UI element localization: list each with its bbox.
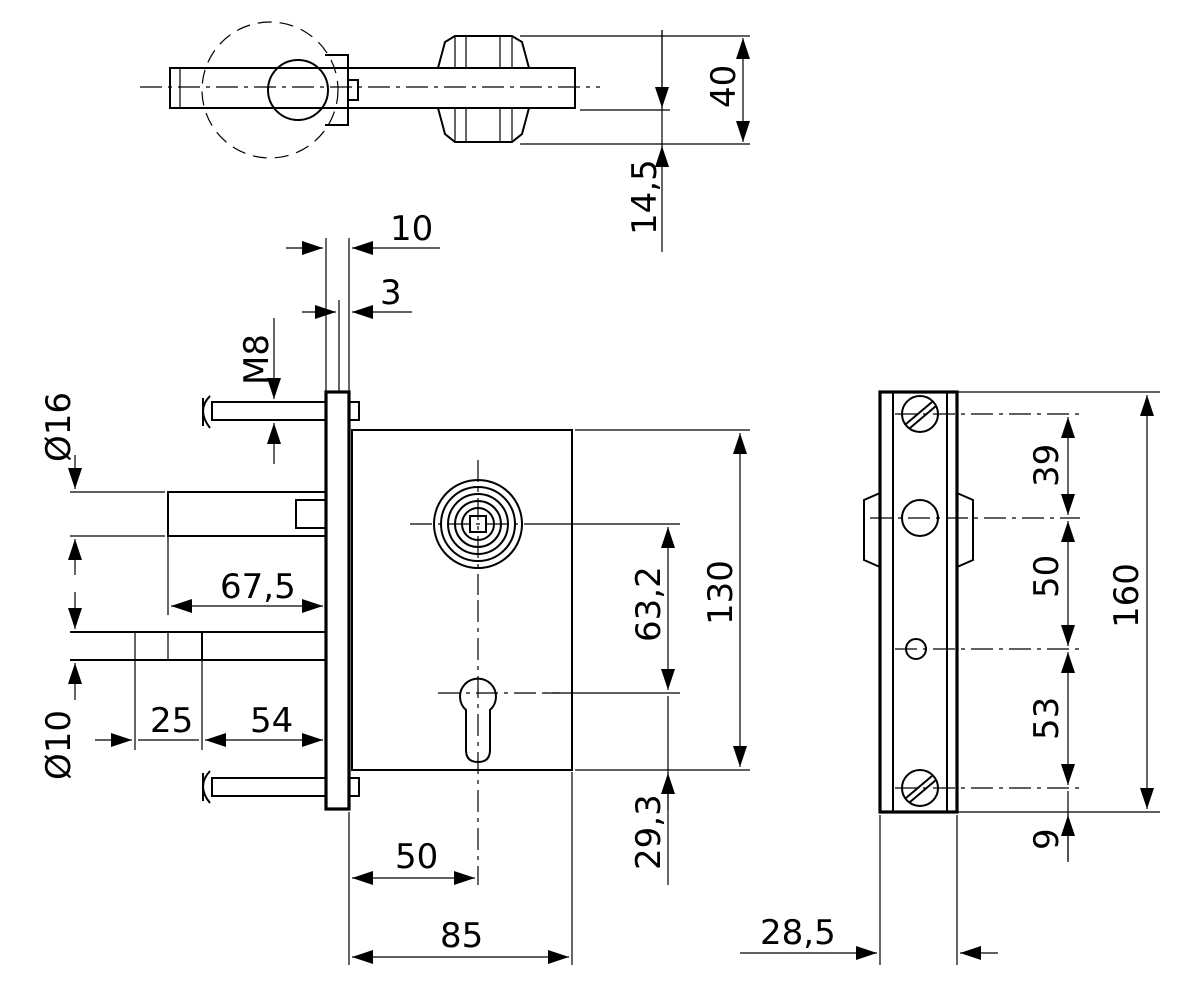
dim-label-latch-length: 54 — [250, 701, 293, 741]
dim-label-bolt-projection: 67,5 — [220, 567, 296, 607]
side-view: 39 50 53 9 160 28,5 — [740, 390, 1160, 965]
dim-label-faceplate-bottom: 9 — [1027, 828, 1067, 850]
dim-label-axis-distance: 63,2 — [629, 566, 669, 642]
dim-label-backset: 50 — [395, 837, 438, 877]
dim-label-bolt-large: Ø16 — [39, 392, 79, 462]
dim-label-faceplate-low: 53 — [1027, 697, 1067, 740]
front-faceplate-screw-top — [348, 401, 360, 421]
front-screw-top — [202, 395, 327, 429]
dim-label-case-height: 130 — [701, 560, 741, 625]
front-screw-bottom — [202, 770, 327, 804]
dim-label-latch-segment: 25 — [150, 701, 193, 741]
dim-label-faceplate-top: 39 — [1027, 444, 1067, 487]
side-tab-right — [956, 492, 974, 568]
dim-label-thread: M8 — [237, 334, 277, 385]
dim-label-faceplate-mid: 50 — [1027, 555, 1067, 598]
dim-label-case-width: 85 — [440, 916, 483, 956]
top-view: 40 14,5 — [140, 21, 750, 252]
side-tab-left — [863, 492, 881, 568]
front-bolt-large — [167, 491, 327, 537]
top-view-inner-circle — [267, 59, 329, 121]
front-lock-case — [351, 429, 573, 771]
dim-label-top-height: 40 — [704, 65, 744, 108]
dim-label-bolt-small: Ø10 — [39, 710, 79, 780]
side-faceplate — [878, 390, 959, 814]
front-faceplate-screw-bottom — [348, 777, 360, 797]
front-faceplate — [324, 390, 351, 811]
dim-label-cylinder-bottom: 29,3 — [629, 794, 669, 870]
dim-label-faceplate-total: 160 — [1107, 563, 1147, 628]
top-view-rose-circle — [201, 21, 339, 159]
front-keyhole — [438, 600, 560, 885]
front-view: 130 63,2 29,3 50 85 10 3 M8 Ø16 — [39, 209, 750, 965]
dim-label-top-offset: 14,5 — [625, 159, 665, 235]
dim-label-plate-thickness: 10 — [390, 209, 433, 249]
dim-label-faceplate-width: 28,5 — [760, 913, 836, 953]
front-spindle-rose — [410, 460, 545, 595]
dim-label-plate-gap: 3 — [380, 273, 402, 313]
front-latch-small — [70, 631, 326, 661]
top-view-bracket-pin — [347, 79, 359, 101]
top-view-knob — [436, 35, 531, 143]
top-view-bar — [169, 67, 576, 109]
